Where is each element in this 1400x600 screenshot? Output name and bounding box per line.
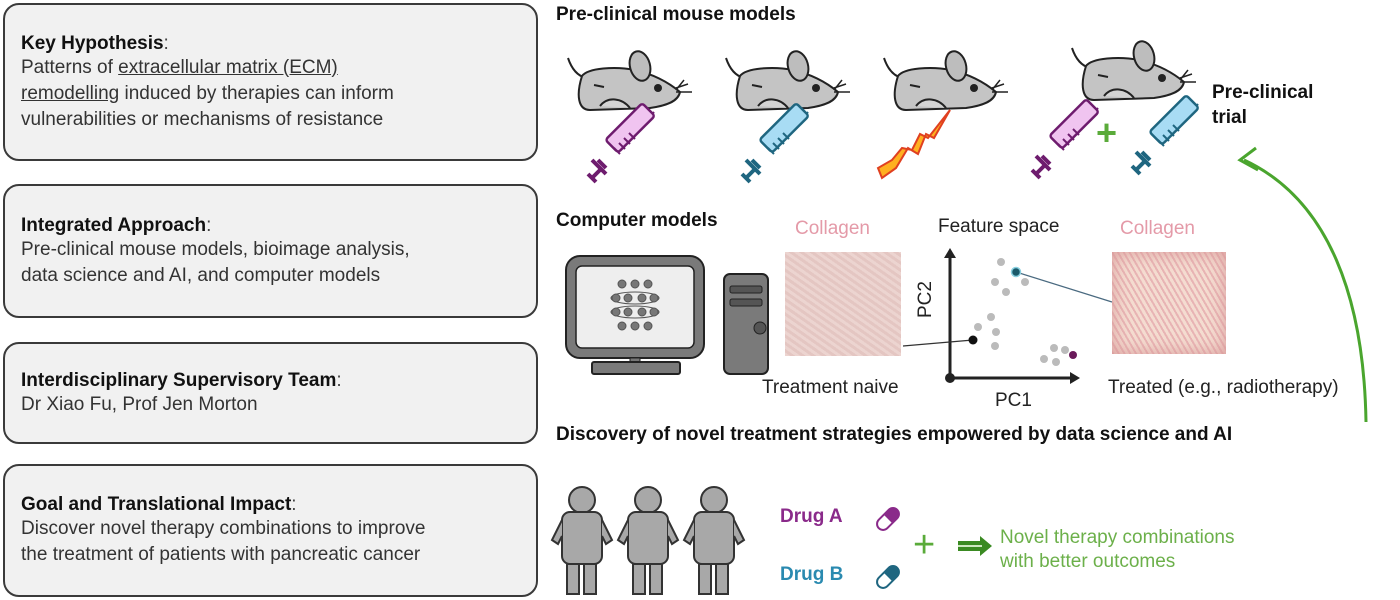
discovery-title: Discovery of novel treatment strategies … (556, 424, 1233, 445)
y-axis-arrow-icon (944, 248, 956, 258)
key-hypothesis-heading: Key Hypothesis (21, 32, 164, 54)
goal-impact-box: Goal and Translational Impact: Discover … (3, 464, 538, 597)
patients-icon (550, 486, 745, 595)
drug-b-label: Drug B (780, 564, 844, 585)
ecm-term: extracellular matrix (ECM) (118, 56, 338, 78)
collagen-naive-image (785, 252, 901, 356)
goal-heading: Goal and Translational Impact (21, 494, 292, 515)
scatter-point (1040, 355, 1048, 363)
outcome-result-text: Novel therapy combinations with better o… (1000, 527, 1235, 572)
remodelling-term: remodelling (21, 82, 120, 104)
scatter-point (1021, 278, 1029, 286)
scatter-point (991, 278, 999, 286)
x-axis-label: PC1 (995, 390, 1032, 411)
highlighted-point (1069, 351, 1077, 359)
double-arrow-icon (958, 536, 992, 556)
feature-space-title: Feature space (938, 216, 1060, 237)
scatter-point (1050, 344, 1058, 352)
scatter-point (1002, 288, 1010, 296)
combine-plus-icon: + (913, 524, 936, 566)
treatment-naive-label: Treatment naive (762, 377, 899, 398)
x-axis-arrow-icon (1070, 372, 1080, 384)
key-hypothesis-body: Patterns of extracellular matrix (ECM) r… (21, 56, 394, 130)
collagen-treated-label: Collagen (1120, 218, 1195, 239)
treated-sample-point (1010, 266, 1022, 278)
supervisors: Dr Xiao Fu, Prof Jen Morton (21, 393, 258, 415)
supervisory-team-heading: Interdisciplinary Supervisory Team (21, 369, 337, 391)
combo-plus-icon: + (1096, 112, 1118, 153)
scatter-point (991, 342, 999, 350)
preclinical-trial-label: Pre-clinical trial (1212, 82, 1314, 128)
scatter-point (997, 258, 1005, 266)
drug-a-label: Drug A (780, 506, 843, 527)
neural-network-icon (610, 279, 660, 331)
scatter-point (1061, 346, 1069, 354)
naive-link-line (902, 339, 974, 347)
pill-drug-b-icon (876, 565, 900, 589)
integrated-approach-heading: Integrated Approach (21, 214, 207, 236)
integrated-approach-box: Integrated Approach: Pre-clinical mouse … (3, 184, 538, 318)
collagen-naive-label: Collagen (795, 218, 870, 239)
supervisory-team-box: Interdisciplinary Supervisory Team: Dr X… (3, 342, 538, 444)
key-hypothesis-box: Key Hypothesis: Patterns of extracellula… (3, 3, 538, 161)
scatter-point (974, 323, 982, 331)
naive-sample-point (968, 335, 978, 345)
scatter-point (992, 328, 1000, 336)
radiotherapy-bolt-icon (876, 109, 951, 180)
scatter-point (987, 313, 995, 321)
computer-section-title: Computer models (556, 210, 718, 231)
origin-point (945, 373, 955, 383)
treated-label: Treated (e.g., radiotherapy) (1108, 377, 1339, 398)
pill-drug-a-icon (876, 507, 900, 531)
y-axis-label: PC2 (915, 281, 936, 318)
mouse-section-title: Pre-clinical mouse models (556, 4, 796, 25)
scatter-point (1052, 358, 1060, 366)
computer-icon (565, 255, 769, 375)
treated-link-line (1015, 271, 1113, 303)
collagen-treated-image (1112, 252, 1226, 354)
